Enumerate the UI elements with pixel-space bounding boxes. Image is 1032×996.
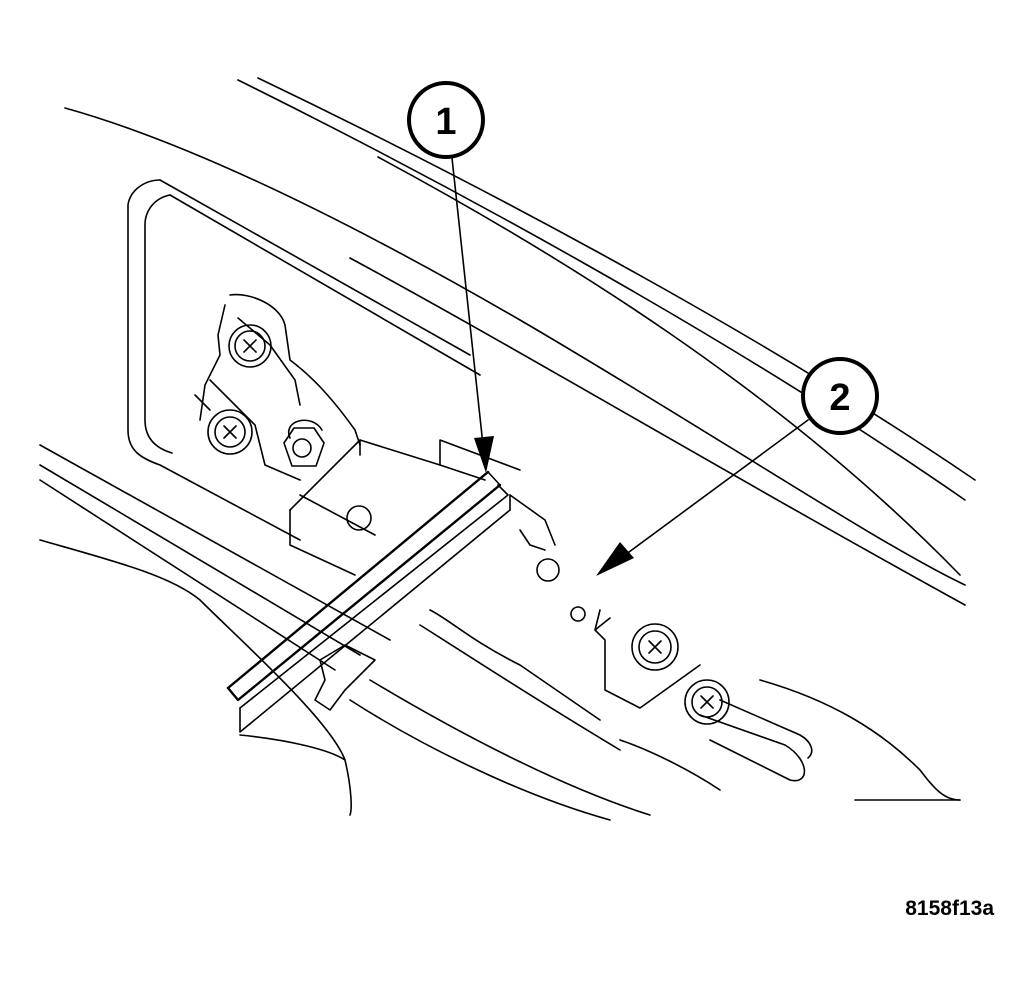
callout-2-label: 2: [829, 377, 850, 419]
latch-block: [289, 439, 521, 576]
figure-id-label: 8158f13a: [905, 897, 994, 920]
callout-arrow-1: [451, 157, 494, 473]
striker-bar: [226, 470, 511, 733]
vehicle-body-lines: [39, 77, 976, 821]
callout-arrow-2: [596, 419, 809, 576]
callout-1: 1: [407, 81, 485, 159]
phillips-screw-icon: [684, 679, 730, 725]
hex-bolt-icon: [283, 419, 325, 467]
slot-outline: [699, 699, 813, 782]
phillips-screw-icon: [228, 324, 272, 368]
callout-1-label: 1: [435, 101, 456, 143]
arrow-icon: [474, 436, 494, 473]
callout-2: 2: [801, 357, 879, 435]
striker-plate: [419, 494, 701, 751]
phillips-screw-icon: [207, 409, 253, 455]
arrow-icon: [596, 542, 634, 576]
phillips-screw-icon: [631, 623, 679, 671]
